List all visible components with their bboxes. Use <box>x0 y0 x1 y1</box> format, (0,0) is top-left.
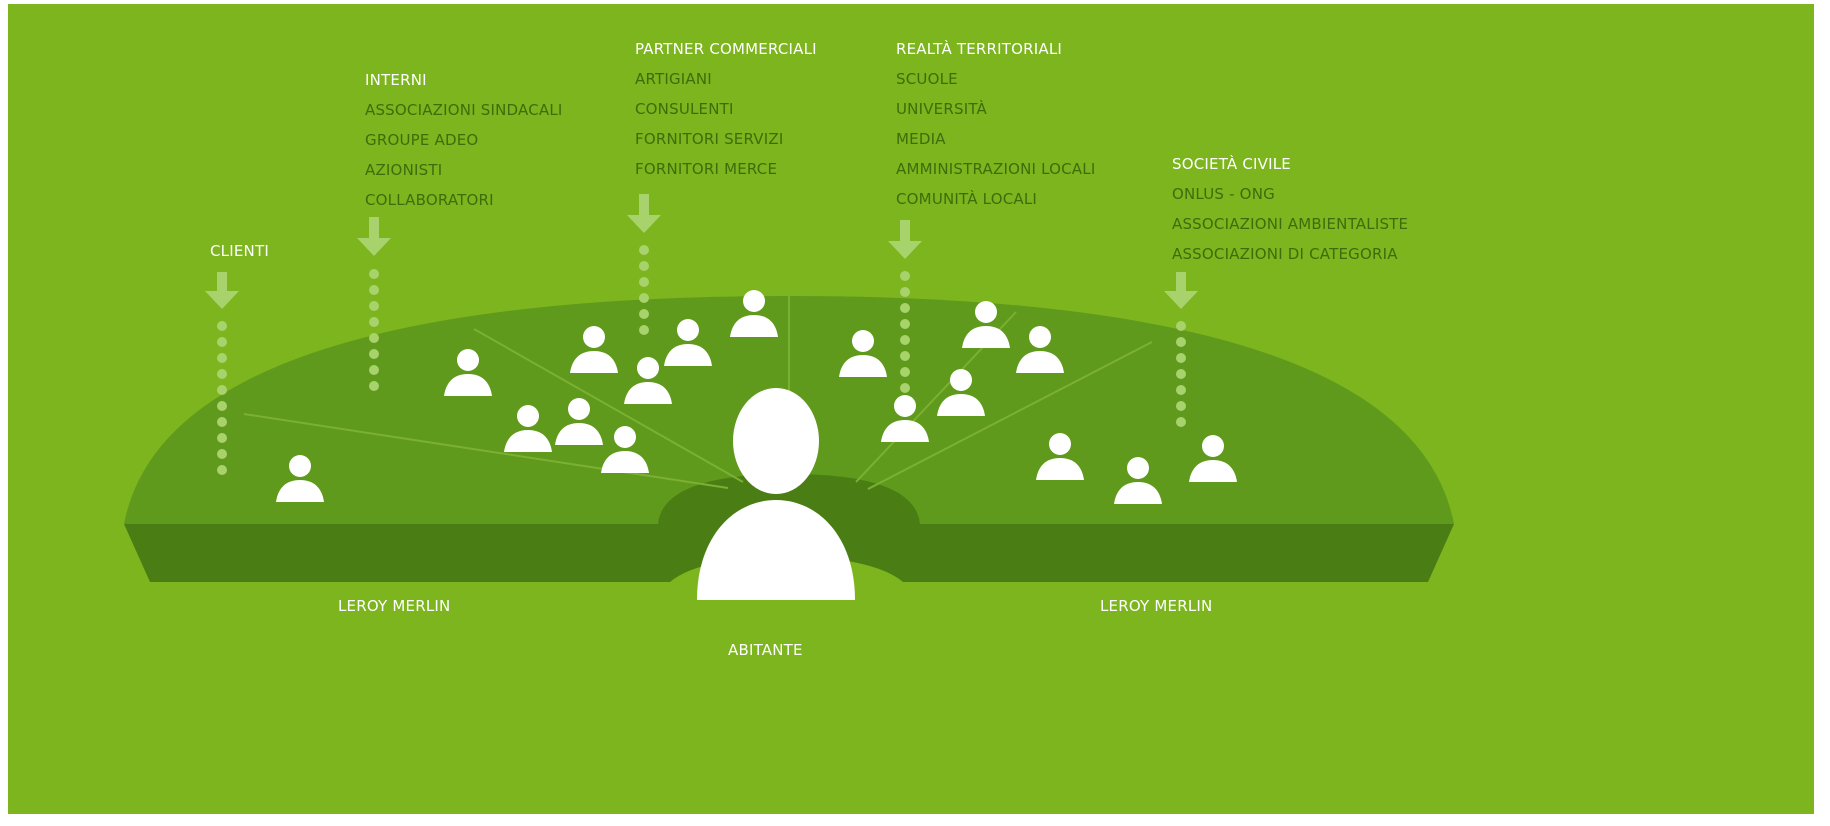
platform-label-right: LEROY MERLIN <box>1100 597 1213 615</box>
arrow-down-icon <box>888 220 922 393</box>
stakeholder-diagram <box>124 194 1454 600</box>
arrow-down-icon <box>357 217 391 391</box>
group-item: AMMINISTRAZIONI LOCALI <box>896 160 1096 178</box>
group-realta-territoriali: REALTÀ TERRITORIALI SCUOLE UNIVERSITÀ ME… <box>896 34 1095 214</box>
group-item: UNIVERSITÀ <box>896 100 987 118</box>
group-item: FORNITORI MERCE <box>635 160 778 178</box>
center-label: ABITANTE <box>728 641 803 659</box>
group-interni: INTERNI ASSOCIAZIONI SINDACALI GROUPE AD… <box>365 65 563 215</box>
group-item: MEDIA <box>896 130 946 148</box>
group-item: COLLABORATORI <box>365 191 494 209</box>
platform-label-left: LEROY MERLIN <box>338 597 451 615</box>
sector-dividers <box>243 296 1153 490</box>
group-partner-commerciali: PARTNER COMMERCIALI ARTIGIANI CONSULENTI… <box>635 34 817 184</box>
arrow-down-icon <box>1164 272 1198 427</box>
group-item: ASSOCIAZIONI SINDACALI <box>365 101 563 119</box>
group-title: SOCIETÀ CIVILE <box>1172 155 1291 173</box>
group-societa-civile: SOCIETÀ CIVILE ONLUS - ONG ASSOCIAZIONI … <box>1172 149 1408 269</box>
group-item: SCUOLE <box>896 70 958 88</box>
group-item: ASSOCIAZIONI DI CATEGORIA <box>1172 245 1398 263</box>
group-title: CLIENTI <box>210 242 269 260</box>
arrow-down-icon <box>205 272 239 475</box>
group-item: COMUNITÀ LOCALI <box>896 190 1038 208</box>
group-item: FORNITORI SERVIZI <box>635 130 784 148</box>
group-title: PARTNER COMMERCIALI <box>635 40 817 58</box>
group-item: ARTIGIANI <box>635 70 712 88</box>
group-item: ASSOCIAZIONI AMBIENTALISTE <box>1172 215 1409 233</box>
group-item: GROUPE ADEO <box>365 131 479 149</box>
group-title: REALTÀ TERRITORIALI <box>896 40 1063 58</box>
person-icon <box>697 388 855 600</box>
group-clienti: CLIENTI <box>210 236 269 266</box>
diagram-panel: CLIENTI INTERNI ASSOCIAZIONI SINDACALI G… <box>8 4 1814 814</box>
group-title: INTERNI <box>365 71 427 89</box>
group-item: ONLUS - ONG <box>1172 185 1275 203</box>
arrow-down-icon <box>627 194 661 335</box>
group-item: CONSULENTI <box>635 100 734 118</box>
platform-side <box>124 524 1454 582</box>
group-item: AZIONISTI <box>365 161 443 179</box>
